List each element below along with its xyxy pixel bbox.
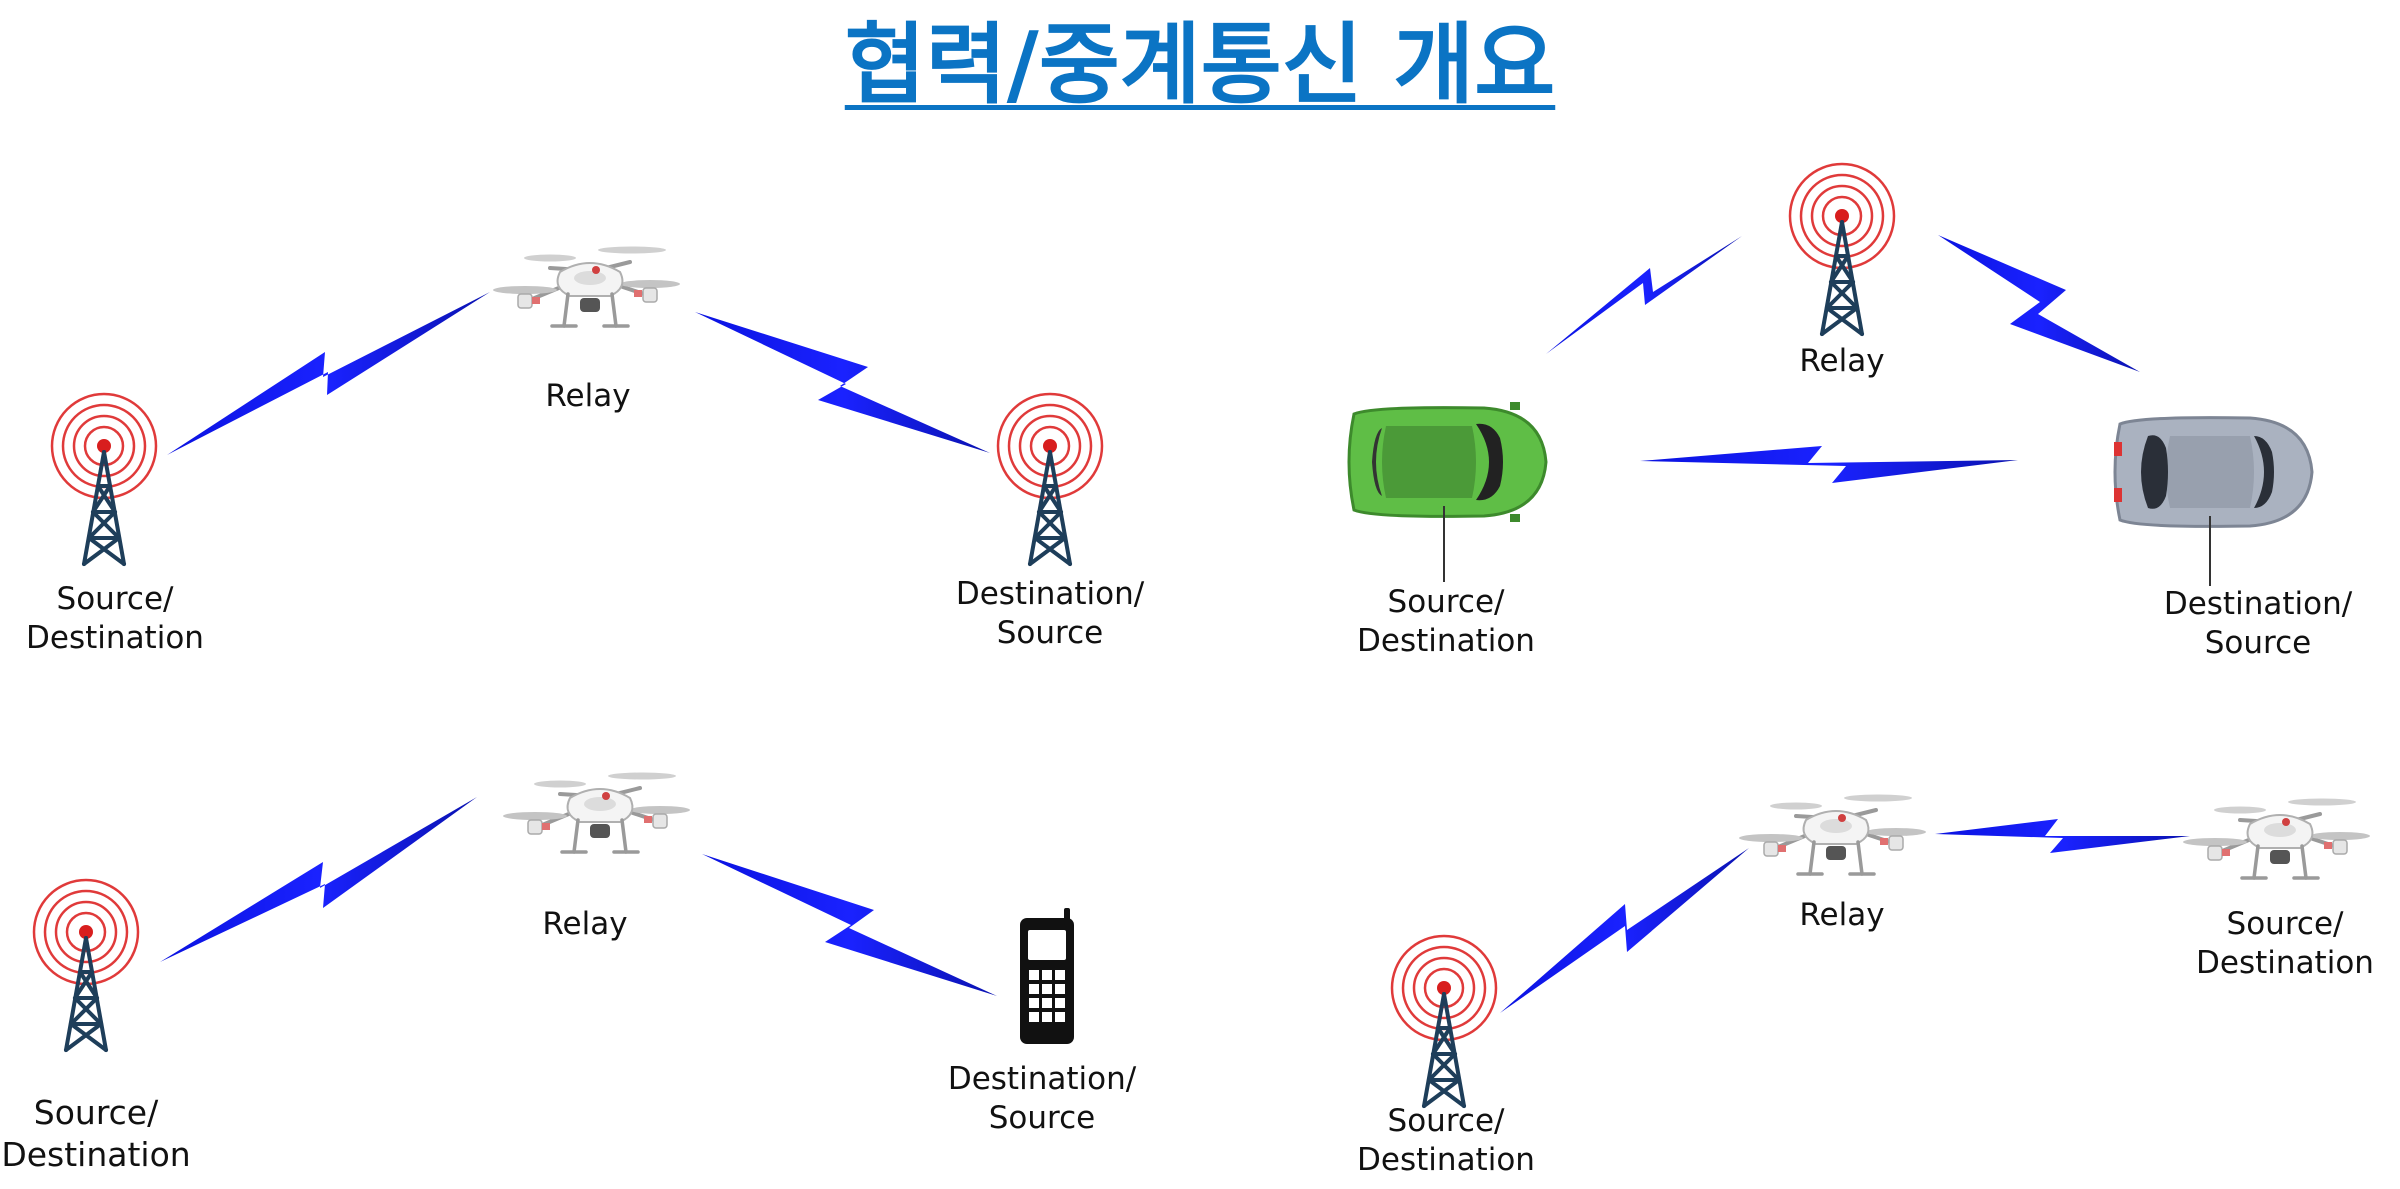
node-label-line: Destination/: [955, 576, 1145, 612]
node-label: Source/ Destination: [1357, 583, 1535, 661]
lightning-link-icon: [167, 292, 490, 455]
node-label-line: Source/: [1387, 1103, 1505, 1139]
drone-icon: [1737, 792, 1928, 876]
relay-label: Relay: [542, 906, 628, 942]
lightning-link-icon: [1935, 819, 2190, 853]
lightning-link-icon: [695, 312, 990, 453]
node-label-line: Destination/: [2163, 586, 2353, 622]
green-car-icon: [1347, 402, 1548, 522]
node-label-line: Source: [2204, 625, 2312, 661]
node-label-line: Destination: [1357, 623, 1535, 659]
node-label-line: Destination: [2196, 945, 2374, 981]
node-label-line: Source/: [2226, 906, 2344, 942]
drone-icon: [491, 244, 682, 328]
lightning-link-icon: [160, 797, 477, 962]
node-label-line: Destination: [1, 1135, 191, 1174]
lightning-link-icon: [1938, 235, 2140, 372]
node-label: Source/ Destination: [26, 580, 204, 658]
node-label-line: Source: [996, 615, 1104, 651]
tower-icon: [1390, 934, 1498, 1108]
phone-icon: [1020, 908, 1074, 1044]
tower-icon: [50, 392, 158, 566]
silver-car-icon: [2113, 416, 2314, 528]
node-label: Destination/ Source: [2164, 585, 2352, 663]
node-label-line: Source: [988, 1100, 1096, 1136]
node-label-line: Destination: [26, 620, 204, 656]
page-title-text: 협력/중계통신 개요: [844, 13, 1556, 116]
drone-icon: [501, 770, 692, 854]
node-label-line: Destination/: [947, 1061, 1137, 1097]
tower-icon: [1788, 162, 1896, 336]
drone-icon: [2181, 796, 2372, 880]
lightning-link-icon: [702, 854, 997, 996]
node-label: Source/ Destination: [1, 1092, 190, 1176]
node-label: Destination/ Source: [948, 1060, 1136, 1138]
tower-icon: [32, 878, 140, 1052]
node-label-line: Destination: [1357, 1142, 1535, 1178]
lightning-link-icon: [1500, 848, 1749, 1013]
node-label-line: Source/: [1387, 584, 1505, 620]
lightning-link-icon: [1546, 236, 1742, 354]
node-label: Destination/ Source: [956, 575, 1144, 653]
node-label: Source/ Destination: [1357, 1102, 1535, 1180]
lightning-link-icon: [1640, 446, 2018, 483]
node-label: Source/ Destination: [2196, 905, 2374, 983]
relay-label: Relay: [545, 378, 631, 414]
node-label-line: Source/: [56, 581, 174, 617]
page-title: 협력/중계통신 개요: [0, 14, 2400, 115]
tower-icon: [996, 392, 1104, 566]
node-label-line: Source/: [33, 1093, 159, 1132]
relay-label: Relay: [1799, 343, 1885, 379]
relay-label: Relay: [1799, 897, 1885, 933]
